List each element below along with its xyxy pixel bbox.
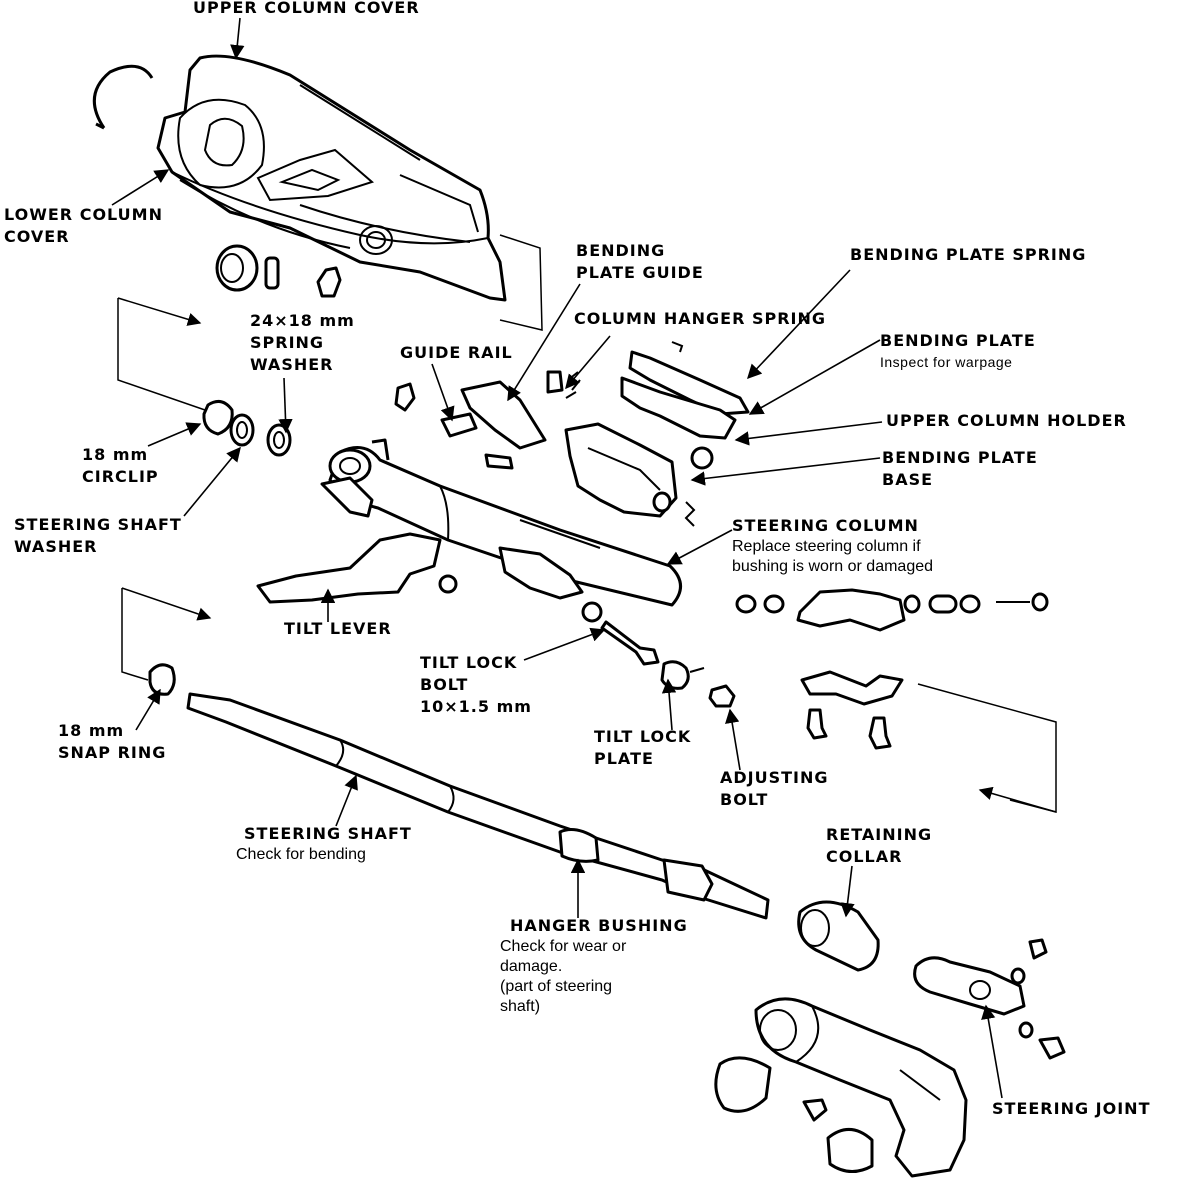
label-text: BOLT bbox=[420, 675, 469, 694]
label-text: UPPER COLUMN COVER bbox=[193, 0, 420, 17]
label-bending-plate-base: BENDING PLATE BASE bbox=[882, 447, 1038, 491]
label-hanger-bushing: HANGER BUSHING Check for wear or damage.… bbox=[500, 915, 688, 1017]
label-text: BENDING PLATE SPRING bbox=[850, 245, 1087, 264]
bending-plate-drawing bbox=[564, 341, 750, 527]
label-steering-joint: STEERING JOINT bbox=[992, 1098, 1150, 1120]
tilt-lock-drawing bbox=[581, 601, 736, 708]
lower-assembly-arrow bbox=[978, 786, 1057, 813]
washer-set-drawing bbox=[202, 399, 292, 457]
label-column-hanger-spring: COLUMN HANGER SPRING bbox=[574, 308, 826, 330]
label-text: BASE bbox=[882, 470, 934, 489]
steering-column-drawing bbox=[320, 438, 682, 607]
label-bending-plate-spring: BENDING PLATE SPRING bbox=[850, 244, 1086, 266]
label-bending-plate-guide: BENDING PLATE GUIDE bbox=[576, 240, 704, 284]
label-text: BOLT bbox=[720, 790, 769, 809]
label-text: WASHER bbox=[14, 537, 98, 556]
label-note: Inspect for warpage bbox=[880, 354, 1013, 370]
leader-lines bbox=[111, 17, 1003, 1099]
label-tilt-lever: TILT LEVER bbox=[284, 618, 392, 640]
shaft-assembly-arrow bbox=[121, 587, 212, 621]
label-adjusting-bolt: ADJUSTING BOLT bbox=[720, 767, 829, 811]
label-note: Check for wear or bbox=[500, 938, 627, 955]
label-note: bushing is worn or damaged bbox=[732, 558, 934, 575]
label-text: COVER bbox=[4, 227, 70, 246]
label-text: BENDING PLATE bbox=[882, 448, 1038, 467]
label-text: COLUMN HANGER SPRING bbox=[574, 309, 827, 328]
label-text: SPRING bbox=[250, 333, 325, 352]
washer-assembly-arrow bbox=[117, 297, 202, 326]
label-guide-rail: GUIDE RAIL bbox=[400, 342, 513, 364]
label-note: shaft) bbox=[500, 998, 541, 1015]
label-snap-ring: 18 mm SNAP RING bbox=[58, 720, 166, 764]
label-note: Check for bending bbox=[236, 846, 366, 863]
label-text: 10×1.5 mm bbox=[420, 697, 532, 716]
label-lower-column-cover: LOWER COLUMN COVER bbox=[4, 204, 163, 248]
column-cover-drawing bbox=[156, 54, 507, 302]
label-text: STEERING SHAFT bbox=[244, 824, 412, 843]
label-text: STEERING SHAFT bbox=[14, 515, 182, 534]
label-text: STEERING JOINT bbox=[992, 1099, 1151, 1118]
label-spring-washer: 24×18 mm SPRING WASHER bbox=[250, 310, 355, 376]
label-text: TILT LEVER bbox=[284, 619, 392, 638]
label-text: 18 mm bbox=[82, 445, 149, 464]
label-text: UPPER COLUMN HOLDER bbox=[886, 411, 1127, 430]
label-circlip: 18 mm CIRCLIP bbox=[82, 444, 159, 488]
label-note: damage. bbox=[500, 958, 563, 975]
label-text: WASHER bbox=[250, 355, 334, 374]
label-text: 18 mm bbox=[58, 721, 125, 740]
label-upper-column-holder: UPPER COLUMN HOLDER bbox=[886, 410, 1127, 432]
label-text: GUIDE RAIL bbox=[400, 343, 513, 362]
cover-small-parts-drawing bbox=[215, 244, 342, 298]
label-text: PLATE GUIDE bbox=[576, 263, 704, 282]
label-text: RETAINING bbox=[826, 825, 933, 844]
retaining-collar-drawing bbox=[797, 900, 880, 972]
steering-joint-drawing bbox=[913, 938, 1066, 1060]
label-text: TILT LOCK bbox=[420, 653, 518, 672]
label-tilt-lock-plate: TILT LOCK PLATE bbox=[594, 726, 691, 770]
label-steering-shaft-washer: STEERING SHAFT WASHER bbox=[14, 514, 182, 558]
label-text: LOWER COLUMN bbox=[4, 205, 163, 224]
guide-rail-drawing bbox=[394, 370, 581, 470]
label-text: TILT LOCK bbox=[594, 727, 692, 746]
label-text: COLLAR bbox=[826, 847, 903, 866]
snap-ring-drawing bbox=[148, 663, 176, 696]
label-tilt-lock-bolt: TILT LOCK BOLT 10×1.5 mm bbox=[420, 652, 532, 718]
label-text: PLATE bbox=[594, 749, 654, 768]
label-text: STEERING COLUMN bbox=[732, 516, 919, 535]
label-note: Replace steering column if bbox=[732, 538, 921, 555]
label-retaining-collar: RETAINING COLLAR bbox=[826, 824, 932, 868]
label-text: CIRCLIP bbox=[82, 467, 159, 486]
cover-ring-drawing bbox=[92, 64, 154, 130]
tilt-lever-drawing bbox=[256, 532, 458, 604]
label-note: (part of steering bbox=[500, 978, 613, 995]
label-upper-column-cover: UPPER COLUMN COVER bbox=[193, 0, 420, 19]
cover-bracket-line bbox=[499, 234, 543, 331]
column-boot-drawing bbox=[714, 997, 968, 1178]
label-text: BENDING PLATE bbox=[880, 331, 1036, 350]
label-text: BENDING bbox=[576, 241, 666, 260]
label-steering-shaft: STEERING SHAFT Check for bending bbox=[236, 823, 412, 865]
label-text: HANGER BUSHING bbox=[510, 916, 688, 935]
label-text: ADJUSTING bbox=[720, 768, 829, 787]
washer-assembly-line bbox=[117, 298, 206, 411]
lower-bracket-drawing bbox=[800, 670, 904, 750]
label-steering-column: STEERING COLUMN Replace steering column … bbox=[732, 515, 933, 577]
steering-shaft-drawing bbox=[186, 692, 770, 920]
shaft-assembly-line bbox=[121, 588, 149, 681]
label-text: 24×18 mm bbox=[250, 311, 355, 330]
label-text: SNAP RING bbox=[58, 743, 167, 762]
label-bending-plate: BENDING PLATE Inspect for warpage bbox=[880, 330, 1036, 372]
column-hardware-drawing bbox=[735, 588, 1049, 632]
